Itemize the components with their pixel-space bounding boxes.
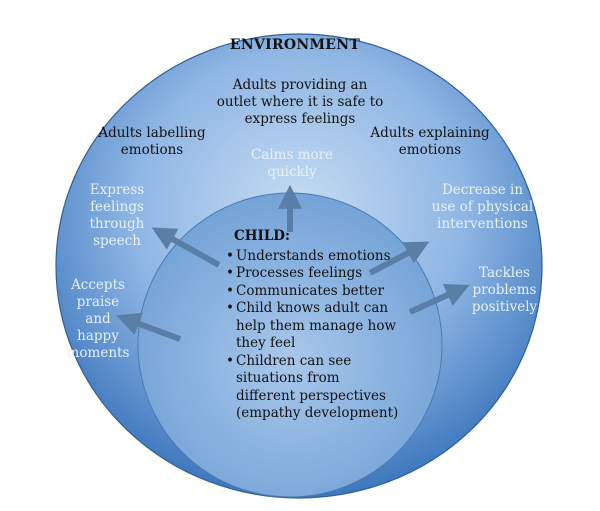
label-adults-labelling: Adults labelling emotions	[98, 125, 206, 158]
environment-title: ENVIRONMENT	[229, 37, 361, 53]
arrow-accepts	[116, 312, 182, 342]
outcome-tackles: Tackles problems positively	[471, 265, 538, 315]
child-item-adult-help: Child knows adult can help them manage h…	[226, 300, 398, 353]
child-item-understands: Understands emotions	[226, 248, 398, 266]
outcome-decrease: Decrease in use of physical intervention…	[431, 182, 534, 232]
child-item-perspectives: Children can see situations from differe…	[226, 353, 398, 423]
arrow-tackles	[408, 283, 470, 315]
label-adults-explaining: Adults explaining emotions	[370, 125, 490, 158]
arrow-express	[151, 227, 221, 268]
outcome-express: Express feelings through speech	[89, 182, 145, 249]
outcome-calms: Calms more quickly	[250, 147, 334, 180]
outcome-accepts: Accepts praise and happy moments	[66, 277, 130, 361]
child-item-communicates: Communicates better	[226, 283, 398, 301]
child-item-processes: Processes feelings	[226, 265, 398, 283]
label-adults-providing: Adults providing an outlet where it is s…	[216, 77, 384, 127]
child-title: CHILD:	[234, 228, 290, 244]
child-list: Understands emotions Processes feelings …	[226, 248, 398, 423]
child-box: CHILD: Understands emotions Processes fe…	[226, 228, 398, 423]
